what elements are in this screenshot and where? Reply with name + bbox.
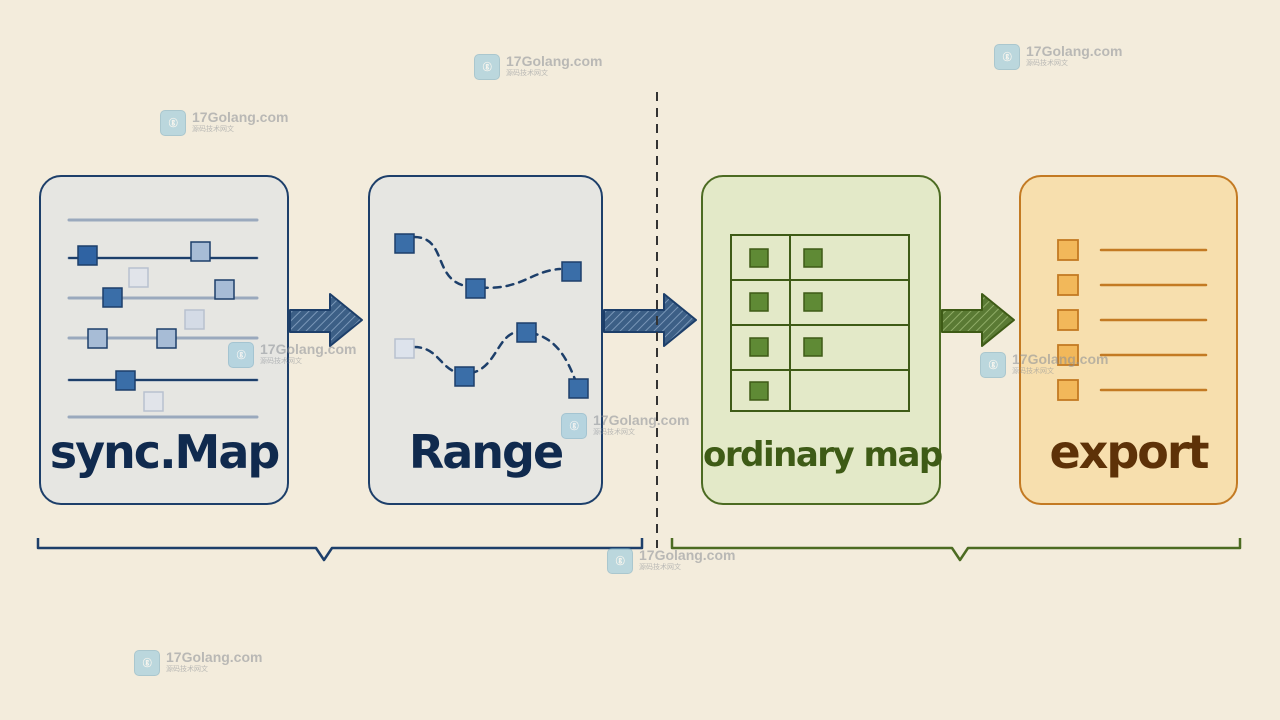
range-illustration <box>394 233 589 399</box>
17go-logo-icon: ⓖ <box>160 110 186 136</box>
key-squares <box>77 241 235 412</box>
ordinary-map-label: ordinary map <box>703 435 943 475</box>
ordinary-map-table <box>730 234 910 412</box>
arrow-ordinary-to-export <box>941 293 1015 347</box>
range-card: Range <box>368 175 603 505</box>
export-list <box>1057 239 1208 401</box>
range-label: Range <box>408 425 564 479</box>
right-brace <box>670 538 1242 562</box>
table-cells <box>749 248 823 401</box>
17go-logo-icon: ⓖ <box>134 650 160 676</box>
syncmap-label: sync.Map <box>49 425 281 479</box>
syncmap-card: sync.Map <box>39 175 289 505</box>
export-items <box>1057 239 1079 401</box>
export-label: export <box>1049 425 1209 479</box>
ordinary-map-card: ordinary map <box>701 175 943 505</box>
export-card: export <box>1019 175 1238 505</box>
range-nodes <box>394 233 589 399</box>
left-brace <box>36 538 644 562</box>
17go-logo-icon: ⓖ <box>474 54 500 80</box>
17go-logo-icon: ⓖ <box>994 44 1020 70</box>
17go-logo-icon: ⓖ <box>607 548 633 574</box>
syncmap-illustration <box>67 218 259 419</box>
17go-logo-icon: ⓖ <box>561 413 587 439</box>
arrow-syncmap-to-range <box>289 293 363 347</box>
arrow-range-to-ordinary <box>603 293 697 347</box>
17go-logo-icon: ⓖ <box>228 342 254 368</box>
17go-logo-icon: ⓖ <box>980 352 1006 378</box>
